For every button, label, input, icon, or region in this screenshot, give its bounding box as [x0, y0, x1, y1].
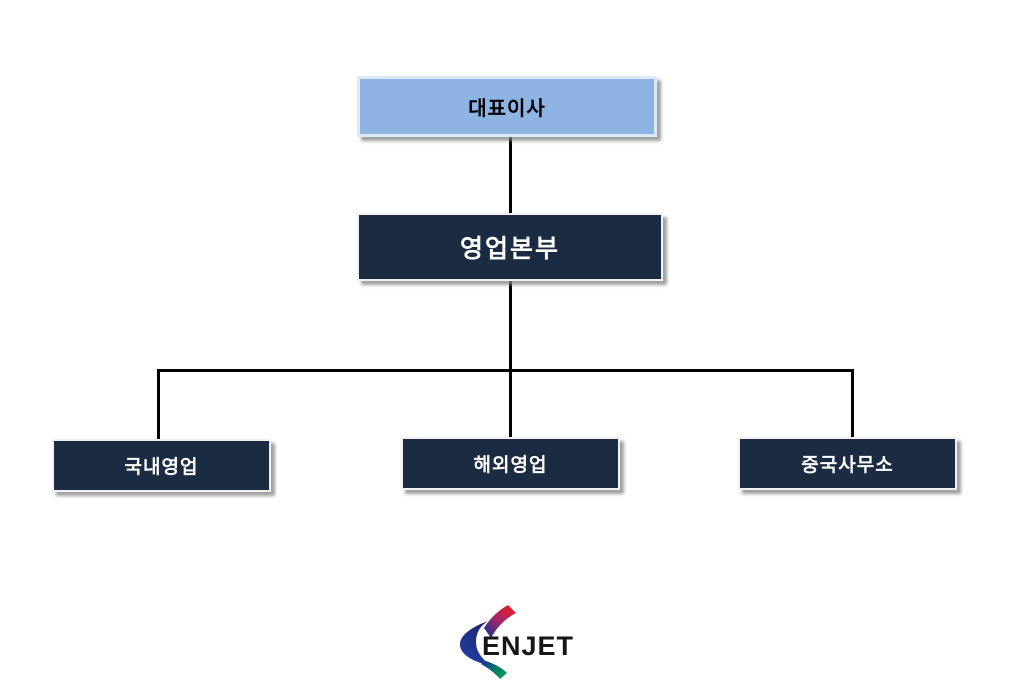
org-node-ceo: 대표이사 [357, 76, 657, 137]
connector-division-overseas [509, 281, 512, 437]
connector-division-domestic [157, 369, 160, 439]
org-node-china-label: 중국사무소 [801, 455, 894, 476]
org-node-division-label: 영업본부 [459, 235, 560, 263]
org-node-overseas: 해외영업 [401, 437, 620, 490]
org-node-ceo-label: 대표이사 [468, 98, 546, 120]
org-node-domestic: 국내영업 [52, 439, 271, 492]
company-logo-text: ENJET [482, 631, 575, 661]
company-logo: ENJET [450, 602, 610, 680]
enjet-ribbon-swoosh-icon [459, 605, 516, 679]
connector-ceo-division [509, 137, 512, 213]
org-node-overseas-label: 해외영업 [473, 455, 548, 476]
connector-division-china [851, 369, 854, 437]
org-node-division: 영업본부 [357, 213, 663, 281]
org-node-domestic-label: 국내영업 [124, 457, 199, 478]
org-node-china: 중국사무소 [738, 437, 957, 490]
connector-horizontal-rail [157, 369, 854, 372]
